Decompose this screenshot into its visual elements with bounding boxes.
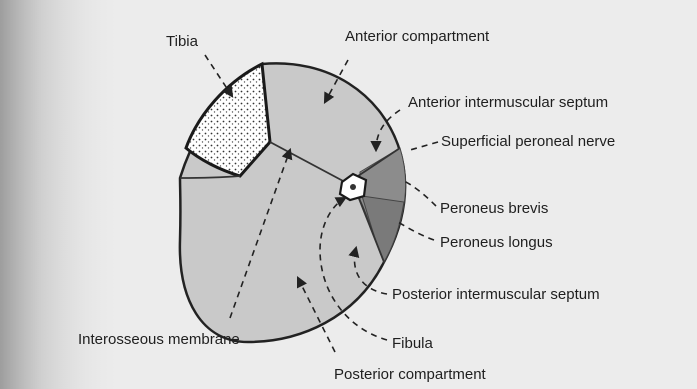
label-superficial-peroneal-nerve: Superficial peroneal nerve: [441, 133, 615, 150]
label-interosseous-membrane: Interosseous membrane: [78, 331, 240, 348]
label-anterior-compartment: Anterior compartment: [345, 28, 490, 45]
label-posterior-intermuscular-septum: Posterior intermuscular septum: [392, 286, 600, 303]
label-peroneus-longus: Peroneus longus: [440, 234, 553, 251]
label-posterior-compartment: Posterior compartment: [334, 366, 487, 383]
label-anterior-intermuscular-septum: Anterior intermuscular septum: [408, 94, 608, 111]
fibula-marrow: [350, 184, 356, 190]
label-peroneus-brevis: Peroneus brevis: [440, 200, 548, 217]
label-fibula: Fibula: [392, 335, 434, 352]
label-tibia: Tibia: [166, 33, 199, 50]
